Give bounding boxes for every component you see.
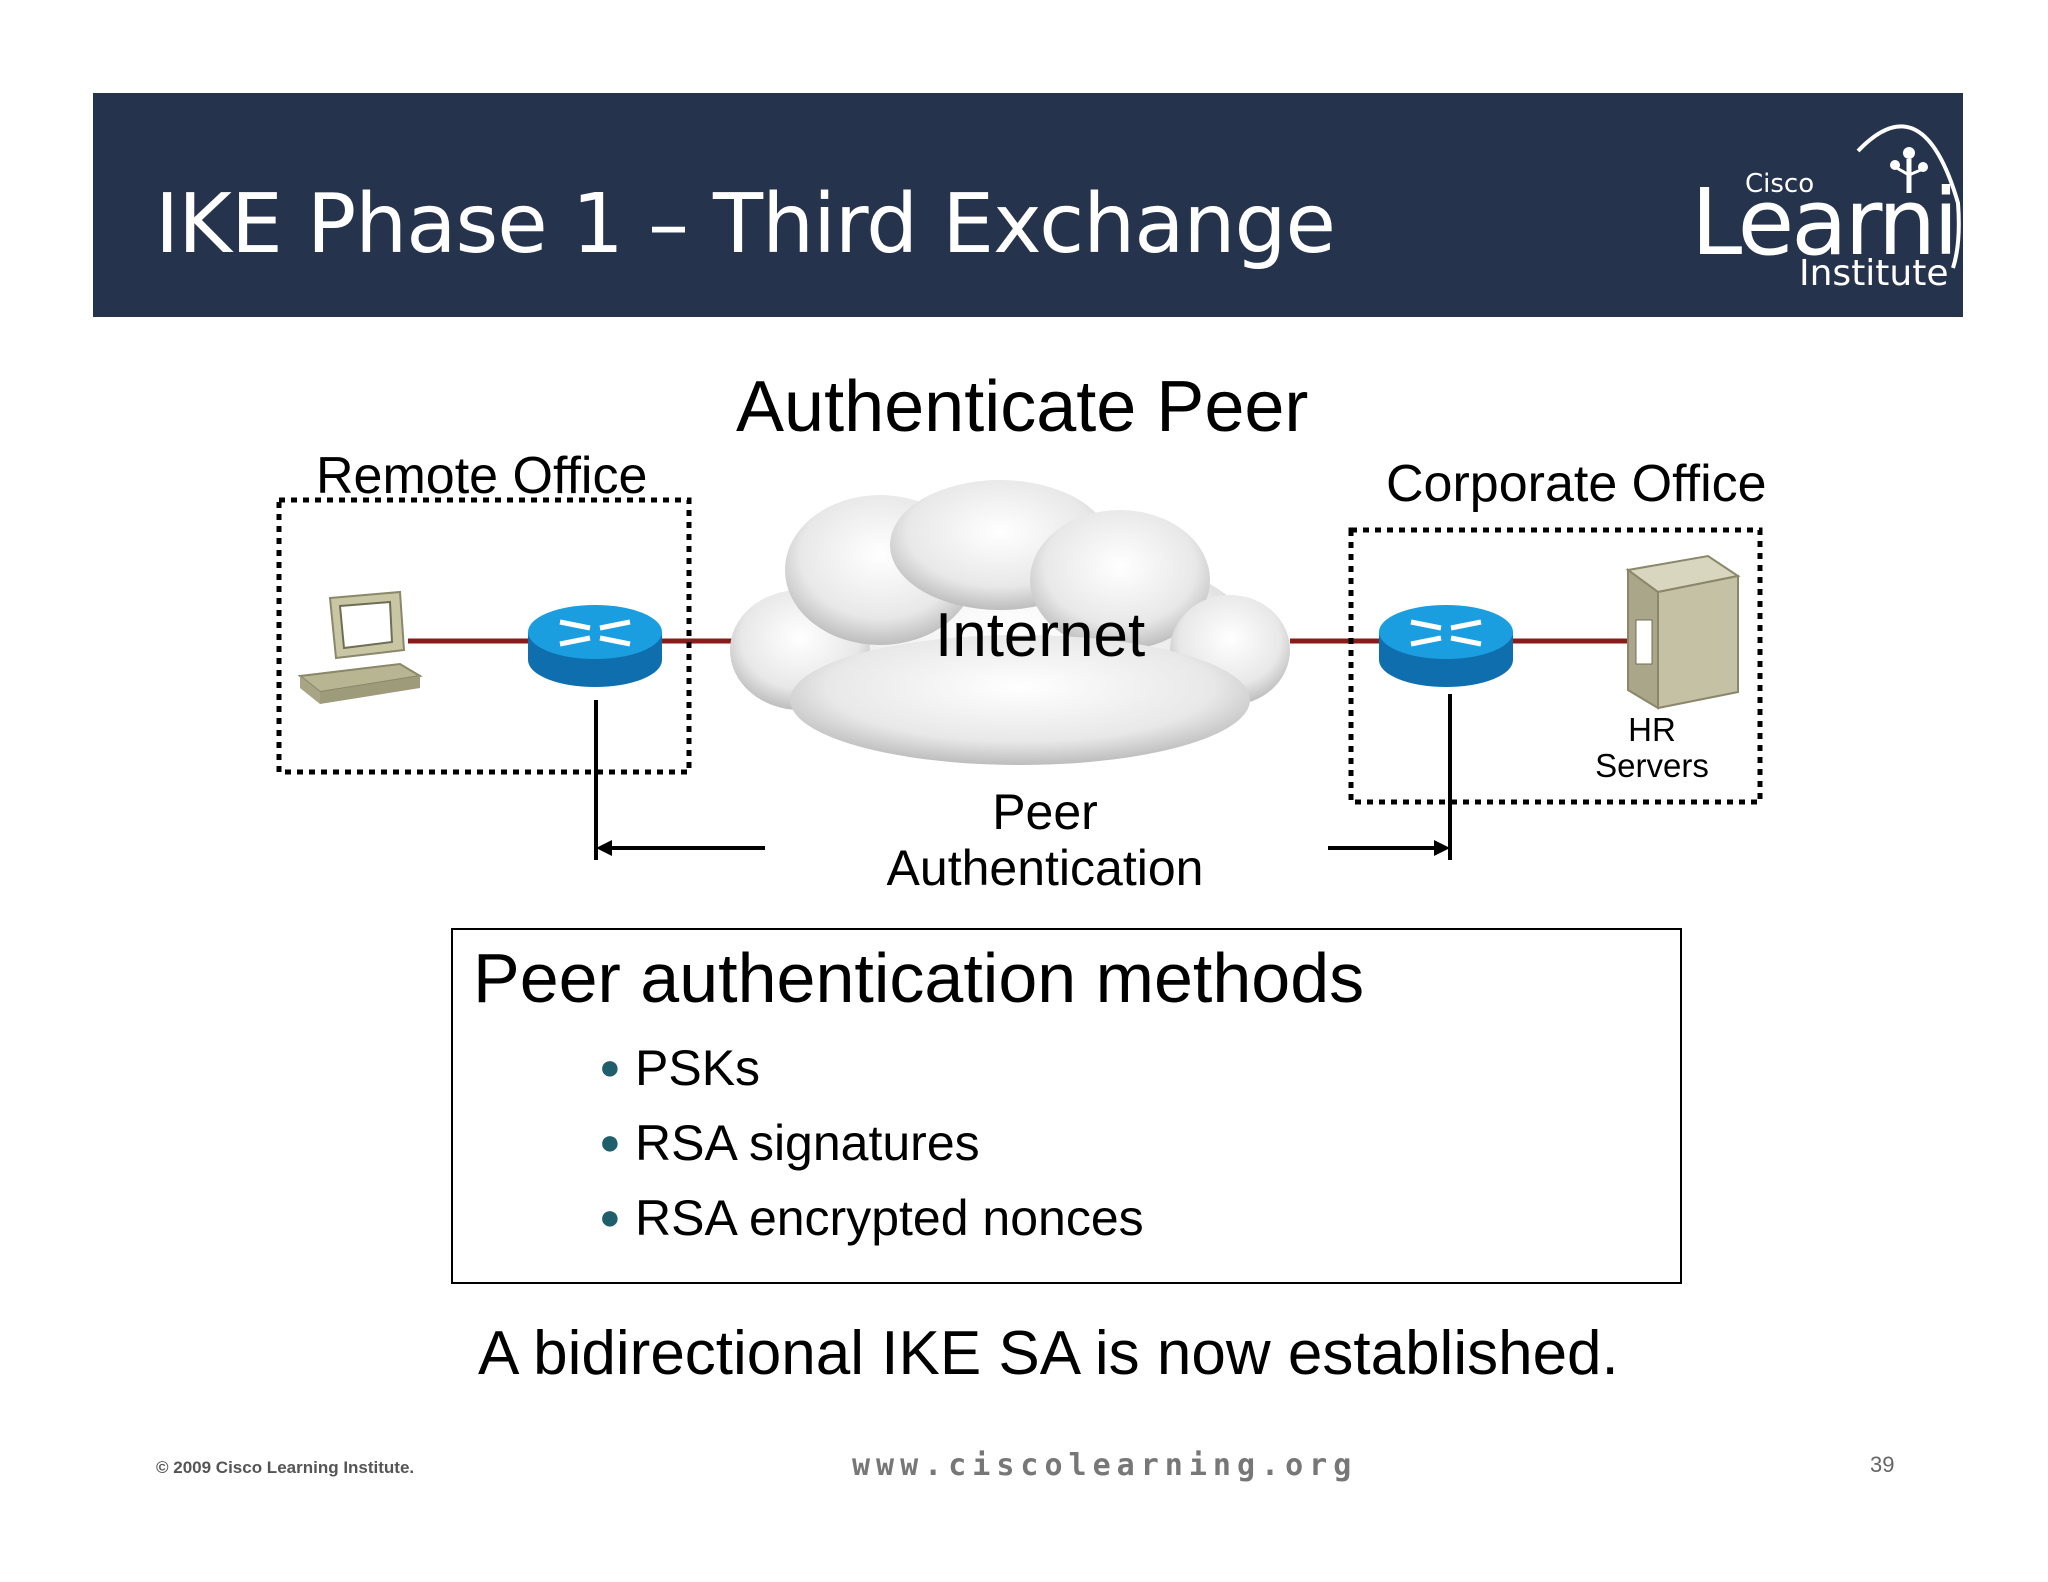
logo-institute-text: Institute [1799, 253, 1949, 294]
method-label: RSA encrypted nonces [635, 1190, 1144, 1246]
website-text: www.ciscolearning.org [852, 1448, 1358, 1483]
internet-cloud-icon [730, 480, 1290, 765]
corporate-office-boundary [1348, 527, 1763, 805]
title-banner: IKE Phase 1 – Third Exchange Cisco Learn… [93, 93, 1963, 317]
peer-authentication-arrows [594, 694, 1452, 860]
remote-office-label: Remote Office [316, 447, 648, 505]
hr-servers-label: HR Servers [1582, 712, 1722, 784]
remote-office-boundary [276, 497, 692, 775]
hr-servers-line2: Servers [1595, 747, 1709, 784]
list-item: ● RSA signatures [599, 1105, 1144, 1180]
diagram-heading: Authenticate Peer [736, 367, 1309, 447]
logo-learning-text: Learning [1691, 169, 1963, 276]
slide-title: IKE Phase 1 – Third Exchange [155, 177, 1336, 272]
logo-arc-icon [1856, 124, 1961, 269]
list-item: ● PSKs [599, 1030, 1144, 1105]
peer-authentication-line1: Peer [992, 784, 1098, 840]
corporate-router-icon [1379, 605, 1513, 687]
method-label: PSKs [635, 1040, 761, 1096]
workstation-icon [297, 590, 423, 704]
cisco-learning-logo: Cisco Learning Institute [1583, 93, 1963, 317]
hr-servers-line1: HR [1628, 711, 1676, 748]
methods-list: ● PSKs ● RSA signatures ● RSA encrypted non… [599, 1030, 1144, 1255]
bullet-icon: ● [599, 1121, 621, 1162]
page-number: 39 [1870, 1452, 1895, 1477]
conclusion-statement: A bidirectional IKE SA is now establishe… [478, 1319, 1619, 1388]
authentication-methods-box: Peer authentication methods ● PSKs ● RSA s… [451, 928, 1682, 1284]
internet-label: Internet [935, 601, 1146, 670]
peer-authentication-label: Peer Authentication [860, 784, 1230, 896]
copyright-text: © 2009 Cisco Learning Institute. [156, 1458, 415, 1477]
bullet-icon: ● [599, 1046, 621, 1087]
method-label: RSA signatures [635, 1115, 980, 1171]
peer-authentication-line2: Authentication [886, 840, 1204, 896]
corporate-office-label: Corporate Office [1386, 455, 1767, 513]
logo-cisco-text: Cisco [1745, 169, 1815, 199]
remote-router-icon [528, 605, 662, 687]
bullet-icon: ● [599, 1196, 621, 1237]
methods-title: Peer authentication methods [473, 939, 1365, 1017]
hr-server-icon [1625, 554, 1741, 710]
list-item: ● RSA encrypted nonces [599, 1180, 1144, 1255]
